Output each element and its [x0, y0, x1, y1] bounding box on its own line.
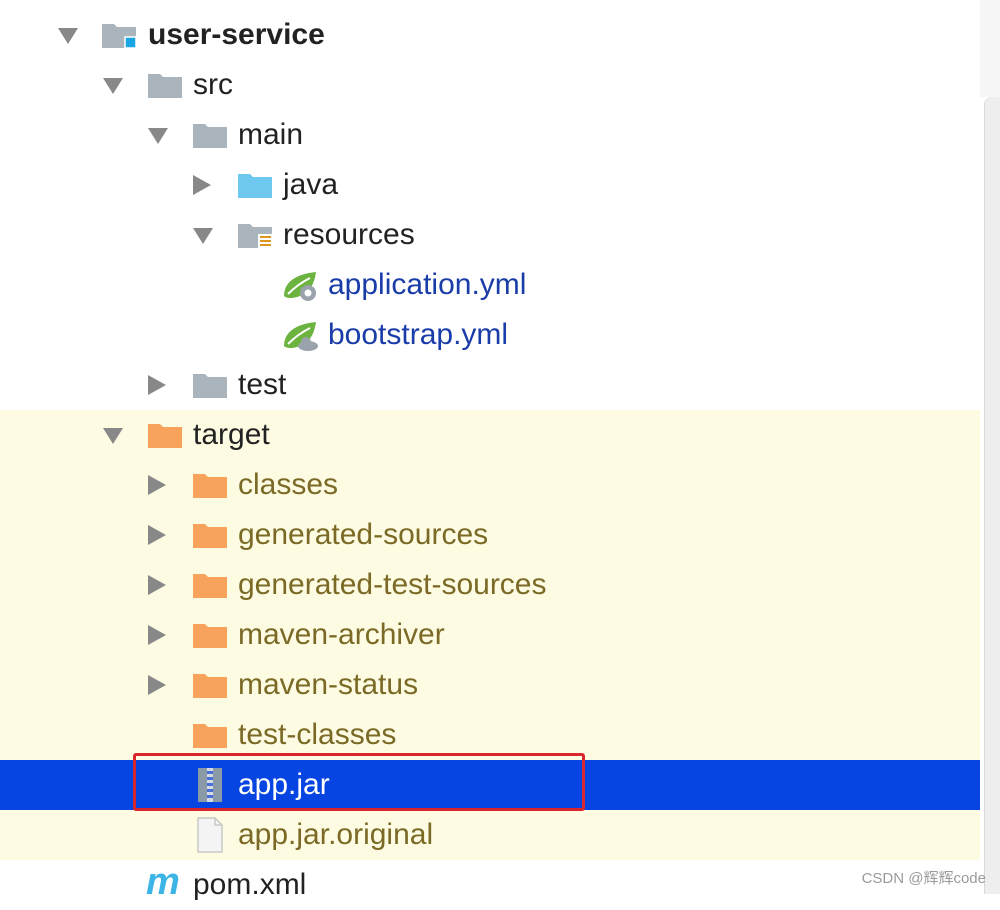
tree-item-main[interactable]: main [0, 110, 980, 160]
maven-icon: m [146, 861, 180, 903]
chevron-right-icon[interactable] [193, 175, 211, 195]
excluded-folder-icon [193, 724, 227, 748]
tree-item-label: test [238, 368, 287, 401]
tree-item-test-classes[interactable]: test-classes [0, 710, 980, 760]
tree-item-label: maven-status [238, 668, 419, 701]
excluded-folder-icon [193, 574, 227, 598]
tree-item-label: classes [238, 468, 339, 501]
tree-item-label: pom.xml [193, 868, 307, 901]
tree-item-application-yml[interactable]: application.yml [0, 260, 980, 310]
tree-item-resources[interactable]: resources [0, 210, 980, 260]
file-icon [197, 817, 223, 853]
resources-folder-icon [238, 224, 272, 248]
tree-item-label: app.jar.original [238, 818, 434, 851]
tree-item-label: user-service [148, 18, 325, 51]
tree-item-generated-sources[interactable]: generated-sources [0, 510, 980, 560]
tree-item-test[interactable]: test [0, 360, 980, 410]
tree-item-label: generated-test-sources [238, 568, 547, 601]
chevron-down-icon[interactable] [103, 78, 123, 94]
chevron-right-icon[interactable] [148, 675, 166, 695]
folder-icon [193, 374, 227, 398]
tree-item-maven-status[interactable]: maven-status [0, 660, 980, 710]
tree-item-label: resources [283, 218, 415, 251]
tree-item-java[interactable]: java [0, 160, 980, 210]
chevron-right-icon[interactable] [148, 575, 166, 595]
tree-item-label: app.jar [238, 768, 330, 801]
tree-item-label: target [193, 418, 270, 451]
tree-item-maven-archiver[interactable]: maven-archiver [0, 610, 980, 660]
tree-item-classes[interactable]: classes [0, 460, 980, 510]
vertical-scrollbar[interactable] [984, 97, 1000, 894]
chevron-down-icon[interactable] [103, 428, 123, 444]
chevron-right-icon[interactable] [148, 475, 166, 495]
tree-item-label: test-classes [238, 718, 397, 751]
excluded-folder-icon [193, 624, 227, 648]
tree-item-label: main [238, 118, 304, 151]
tree-item-app-jar[interactable]: app.jar [0, 760, 980, 810]
tree-item-pom-xml[interactable]: m pom.xml [0, 860, 980, 910]
tree-item-label: java [283, 168, 339, 201]
project-tree: user-service src main java r [0, 10, 980, 902]
tree-item-app-jar-original[interactable]: app.jar.original [0, 810, 980, 860]
tree-item-user-service[interactable]: user-service [0, 10, 980, 60]
spring-config-icon [284, 272, 316, 301]
watermark: CSDN @辉辉code [861, 870, 986, 887]
tree-item-generated-test-sources[interactable]: generated-test-sources [0, 560, 980, 610]
excluded-folder-icon [193, 524, 227, 548]
spring-bootstrap-icon [284, 322, 318, 351]
module-folder-icon [102, 24, 137, 49]
tree-item-label: bootstrap.yml [328, 318, 509, 351]
highlight-annotation-box [133, 753, 585, 811]
chevron-down-icon[interactable] [58, 28, 78, 44]
tree-item-label: src [193, 68, 233, 101]
chevron-right-icon[interactable] [148, 375, 166, 395]
tree-item-label: application.yml [328, 268, 527, 301]
folder-icon [148, 74, 182, 98]
excluded-folder-icon [193, 474, 227, 498]
chevron-down-icon[interactable] [193, 228, 213, 244]
tree-item-label: maven-archiver [238, 618, 445, 651]
tree-item-src[interactable]: src [0, 60, 980, 110]
excluded-folder-icon [148, 424, 182, 448]
excluded-folder-icon [193, 674, 227, 698]
tree-item-bootstrap-yml[interactable]: bootstrap.yml [0, 310, 980, 360]
jar-archive-icon [198, 768, 222, 802]
tree-item-label: generated-sources [238, 518, 489, 551]
right-gutter [980, 0, 1000, 97]
chevron-right-icon[interactable] [148, 525, 166, 545]
folder-icon [193, 124, 227, 148]
tree-item-target[interactable]: target [0, 410, 980, 460]
chevron-down-icon[interactable] [148, 128, 168, 144]
chevron-right-icon[interactable] [148, 625, 166, 645]
source-folder-icon [238, 174, 272, 198]
